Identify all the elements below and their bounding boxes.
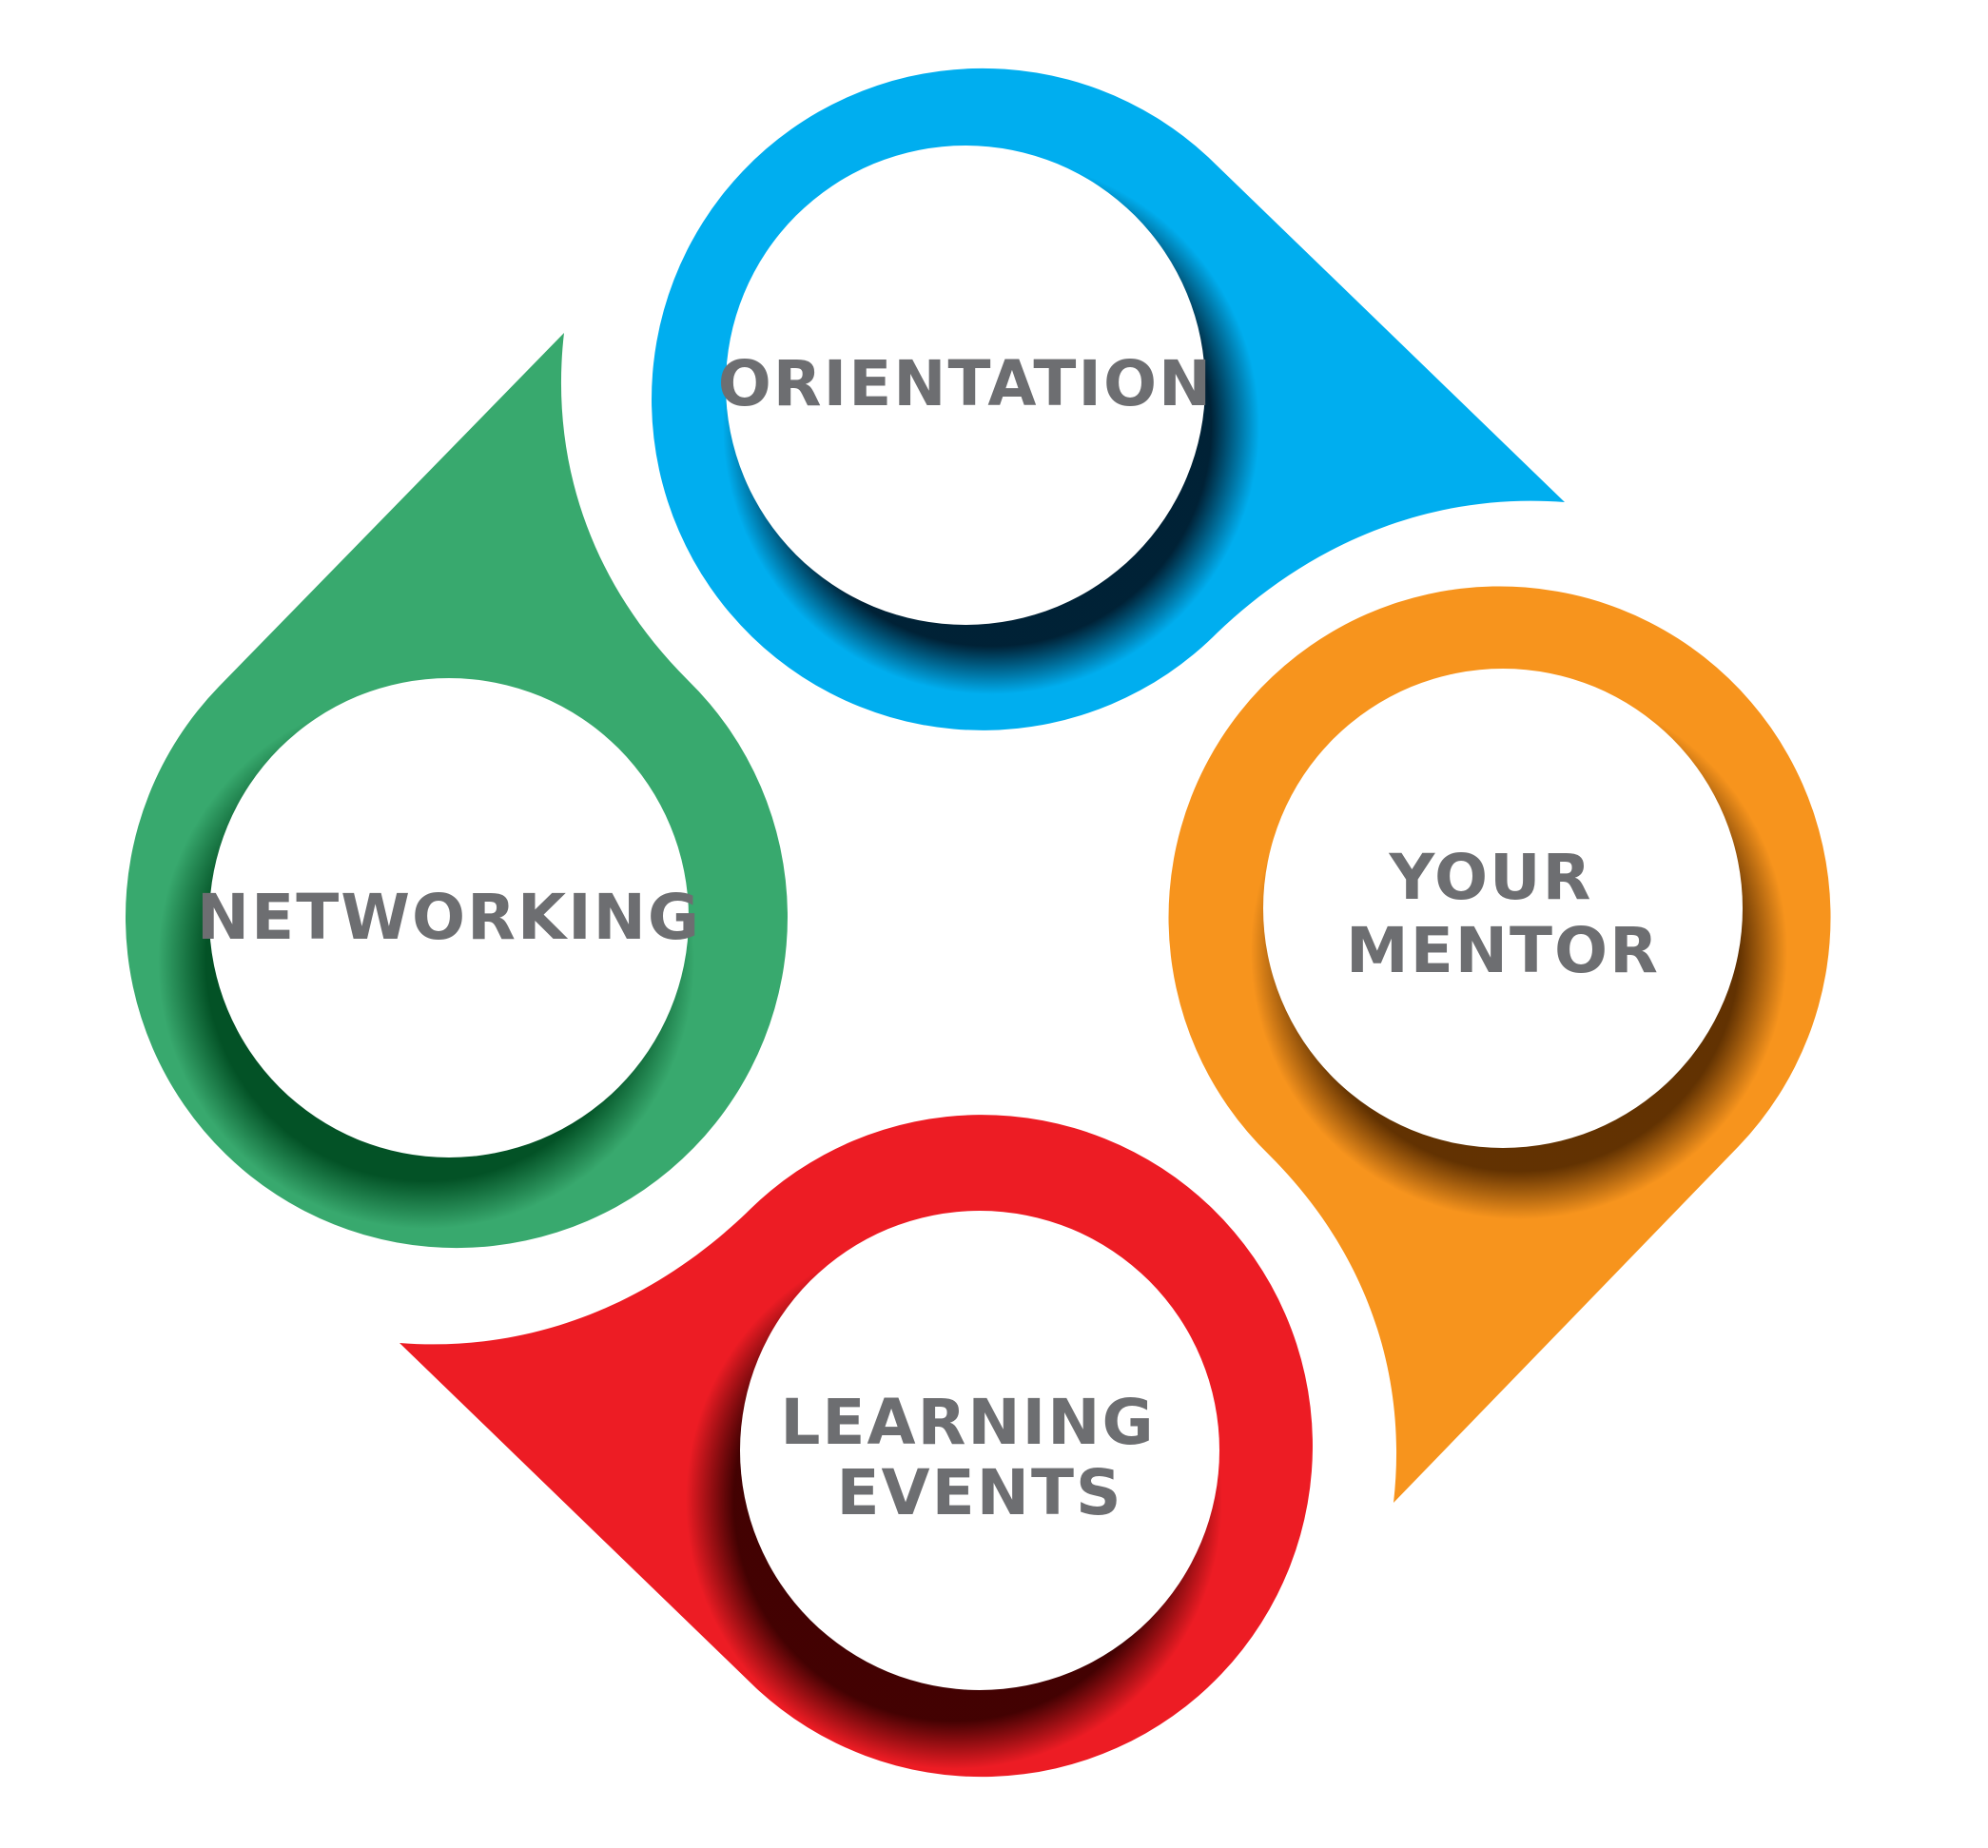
your-mentor-label: YOUR MENTOR [1346,841,1660,987]
node-orientation: ORIENTATION [652,68,1565,730]
your-mentor-label-line-2: MENTOR [1346,914,1660,987]
networking-inner-circle [209,678,689,1157]
learning-events-label-line-1: LEARNING [780,1386,1155,1459]
networking-label: NETWORKING [197,881,701,954]
orientation-inner-circle [726,146,1205,625]
orientation-label: ORIENTATION [718,347,1214,420]
networking-label-line: NETWORKING [197,881,701,954]
node-your-mentor: YOUR MENTOR [1168,586,1831,1503]
your-mentor-inner-circle [1263,669,1743,1148]
your-mentor-label-line-1: YOUR [1389,841,1593,914]
learning-events-label-line-2: EVENTS [836,1456,1122,1529]
node-learning-events: LEARNING EVENTS [400,1115,1313,1778]
learning-events-inner-circle [740,1211,1219,1690]
node-networking: NETWORKING [125,333,788,1249]
learning-events-label: LEARNING EVENTS [780,1386,1179,1529]
orientation-label-line: ORIENTATION [718,347,1214,420]
